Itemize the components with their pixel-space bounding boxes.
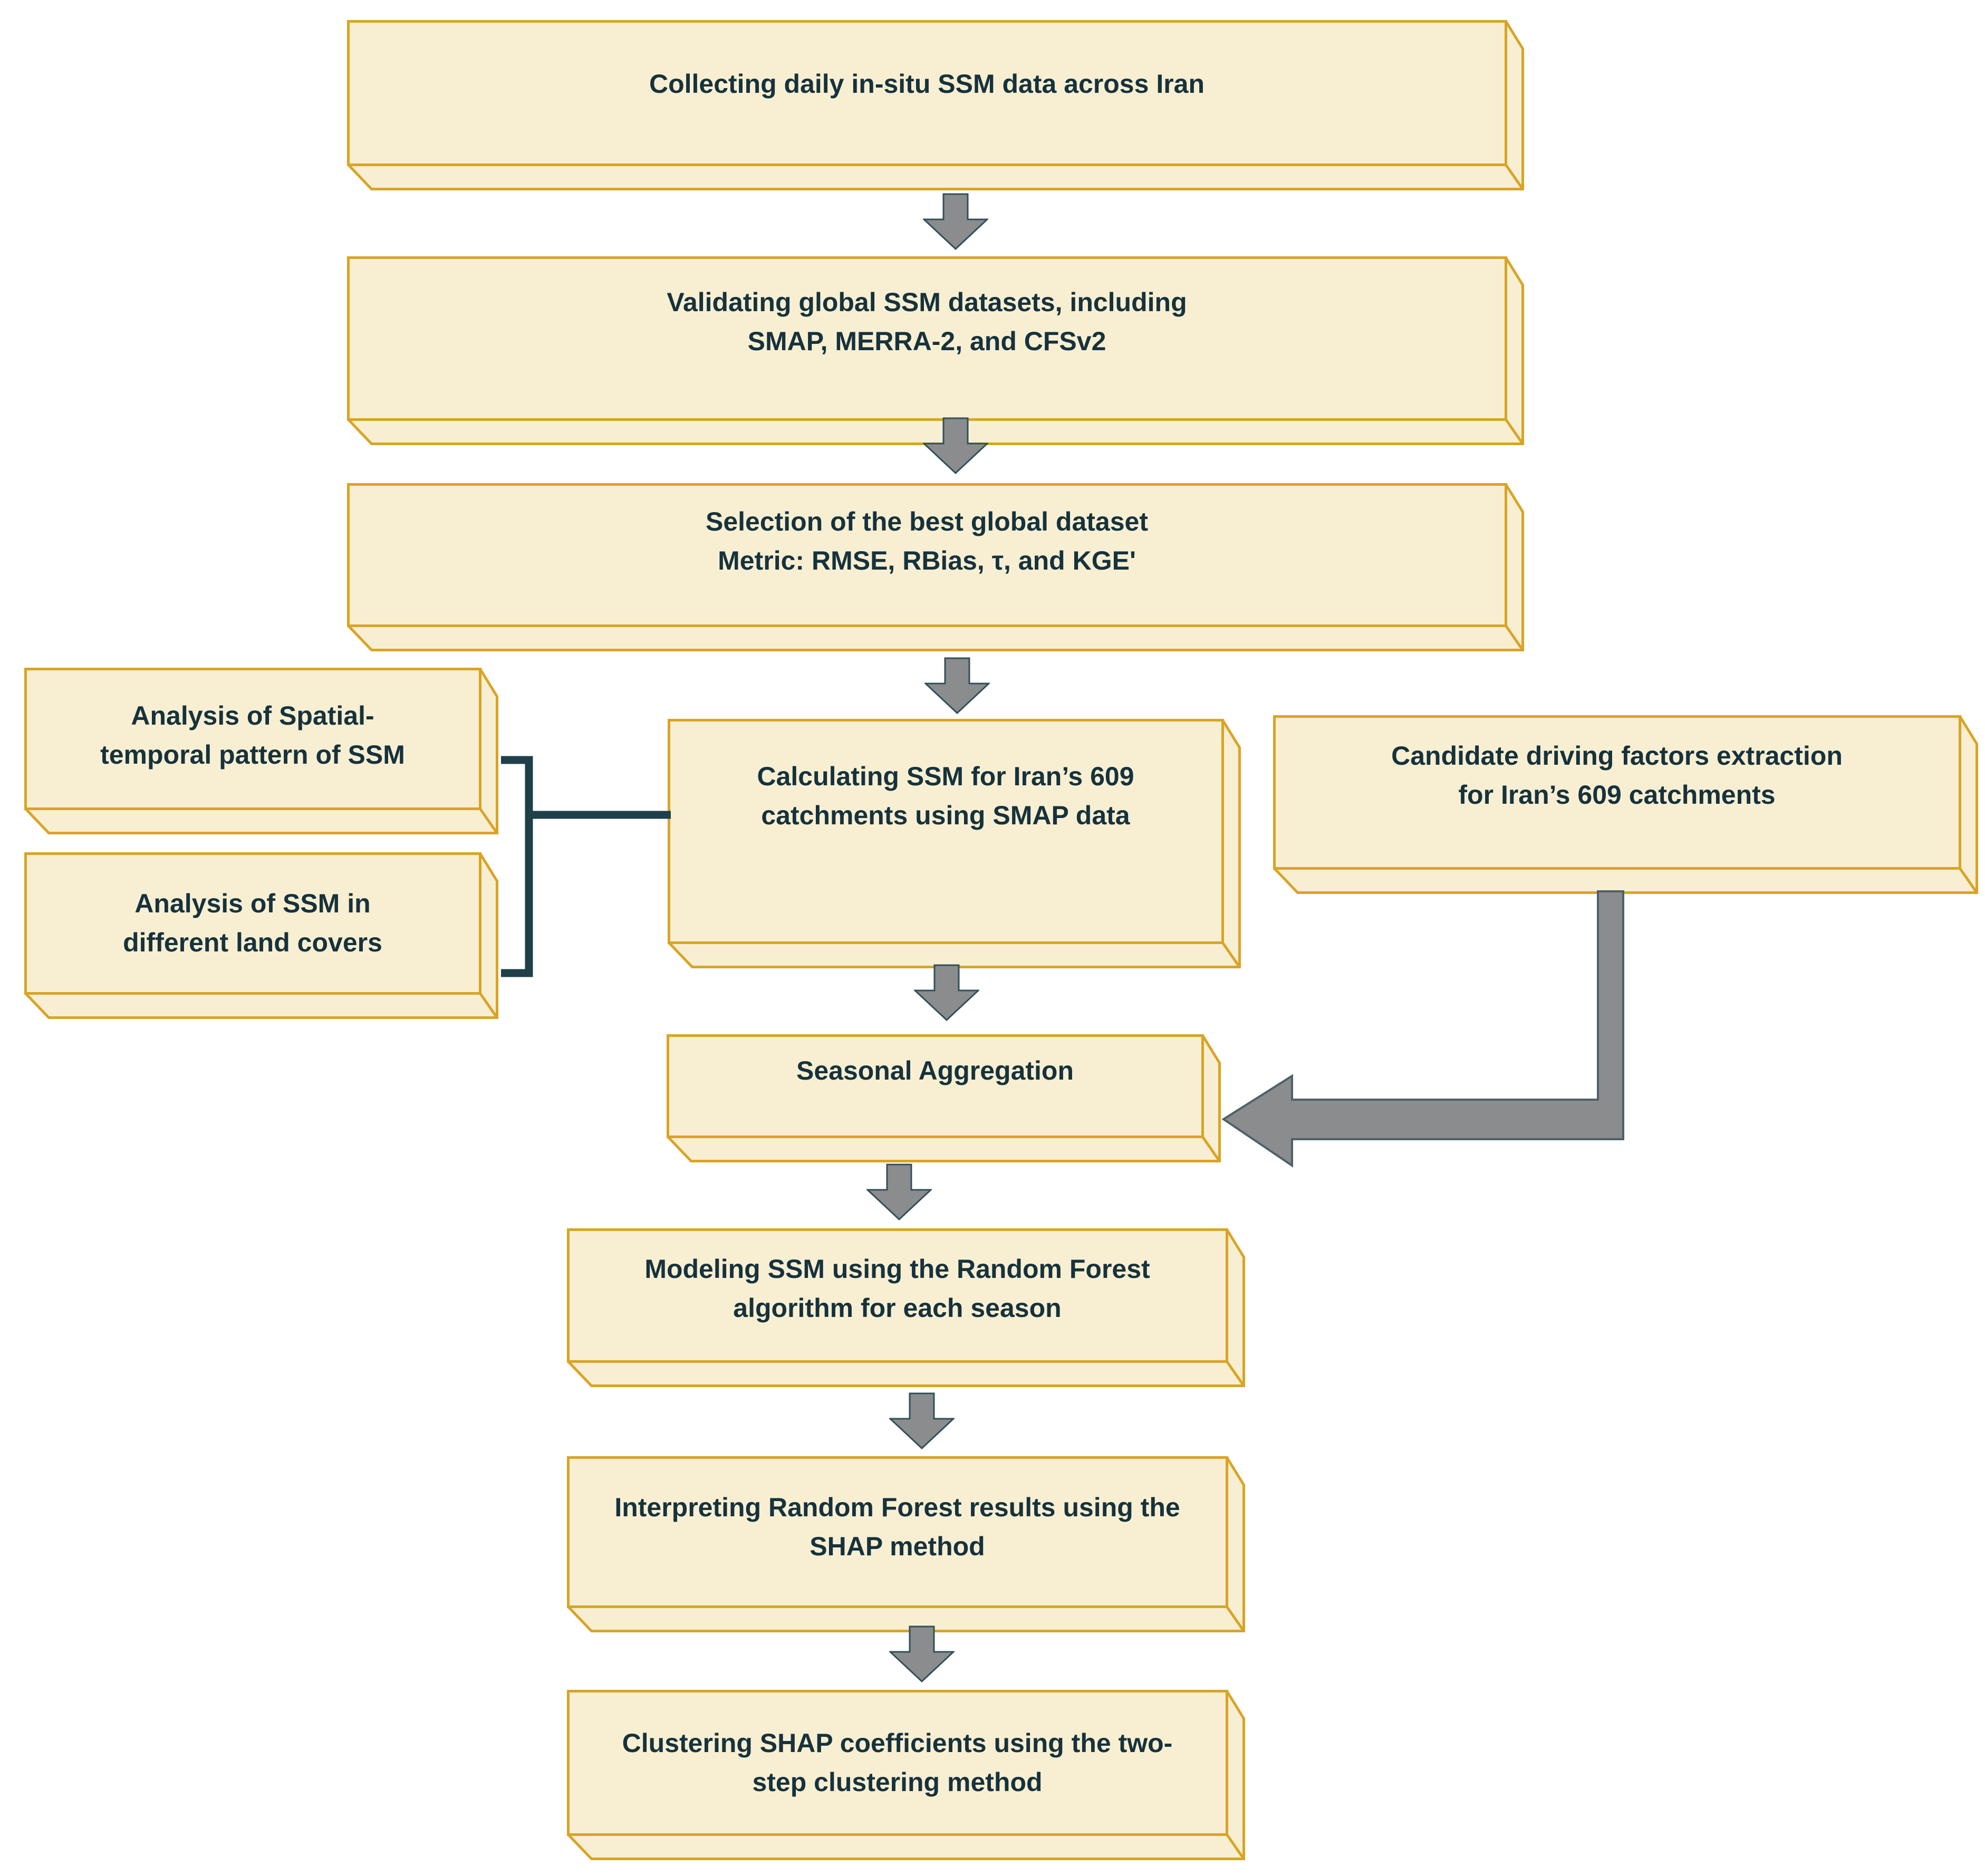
flow-box-seasonal: Seasonal Aggregation — [666, 1034, 1221, 1162]
down-arrow-icon — [923, 193, 988, 250]
flow-box-analysis-spatial: Analysis of Spatial- temporal pattern of… — [24, 667, 498, 834]
down-arrow-icon — [923, 417, 988, 474]
flow-box-label: Modeling SSM using the Random Forest alg… — [644, 1254, 1150, 1323]
flow-box-collecting: Collecting daily in-situ SSM data across… — [346, 20, 1524, 190]
down-arrow-icon — [866, 1163, 932, 1220]
bracket-connector — [501, 756, 671, 977]
flow-box-modeling: Modeling SSM using the Random Forest alg… — [566, 1228, 1245, 1387]
flow-box-label: Candidate driving factors extraction for… — [1391, 741, 1843, 810]
down-arrow-icon — [924, 657, 990, 714]
flow-box-selection: Selection of the best global dataset Met… — [346, 483, 1524, 651]
l-shaped-arrow-icon — [1221, 890, 1624, 1168]
flow-box-label: Validating global SSM datasets, includin… — [667, 287, 1187, 356]
flow-box-interpreting: Interpreting Random Forest results using… — [566, 1456, 1245, 1632]
down-arrow-icon — [914, 964, 979, 1021]
flow-box-clustering: Clustering SHAP coefficients using the t… — [566, 1689, 1245, 1860]
flow-box-validating: Validating global SSM datasets, includin… — [346, 256, 1524, 445]
flow-box-label: Selection of the best global dataset Met… — [705, 507, 1149, 575]
flow-box-calculating: Calculating SSM for Iran’s 609 catchment… — [667, 718, 1241, 968]
down-arrow-icon — [889, 1625, 955, 1682]
flow-box-label: Collecting daily in-situ SSM data across… — [649, 69, 1205, 99]
flow-box-label: Calculating SSM for Iran’s 609 catchment… — [757, 762, 1134, 830]
flow-box-label: Analysis of Spatial- temporal pattern of… — [100, 701, 405, 769]
down-arrow-icon — [889, 1392, 955, 1449]
flow-box-analysis-landcover: Analysis of SSM in different land covers — [24, 852, 498, 1019]
flow-box-candidate: Candidate driving factors extraction for… — [1273, 715, 1978, 894]
flow-box-label: Clustering SHAP coefficients using the t… — [622, 1728, 1173, 1797]
flow-box-label: Seasonal Aggregation — [796, 1056, 1074, 1085]
flow-box-label: Interpreting Random Forest results using… — [614, 1493, 1180, 1561]
flow-box-label: Analysis of SSM in different land covers — [123, 889, 382, 957]
